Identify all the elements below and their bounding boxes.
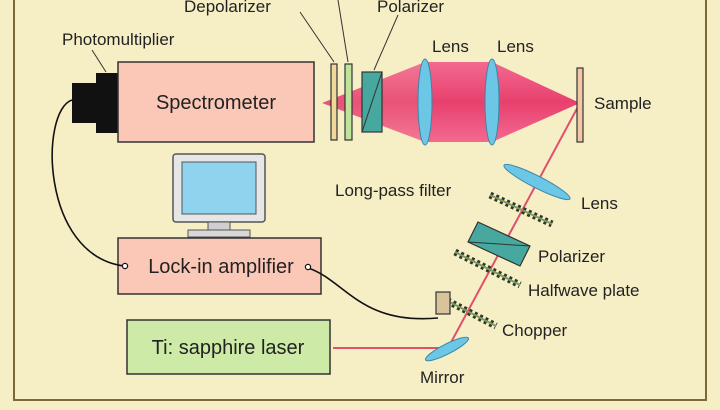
polarizer-bottom-label: Polarizer (538, 247, 605, 266)
spectrometer-label: Spectrometer (156, 92, 276, 114)
lens-1-label: Lens (432, 37, 469, 56)
mirror (424, 336, 470, 362)
computer-icon (172, 153, 266, 238)
chopper-cable (307, 267, 439, 320)
polarizer-bottom (467, 221, 531, 267)
polarizer-top (361, 71, 383, 133)
photomultiplier-head (96, 73, 118, 133)
lens-3 (503, 163, 571, 201)
depolarizer-plate (344, 63, 353, 141)
chopper (435, 291, 498, 330)
lens-3-label: Lens (581, 194, 618, 213)
lockin-input-jack (121, 262, 129, 270)
photomultiplier-leader (91, 49, 107, 73)
halfwave-plate-edge (454, 251, 521, 286)
photomultiplier-label: Photomultiplier (62, 30, 175, 49)
spectrometer-box (117, 61, 315, 143)
lens-2 (484, 58, 500, 146)
diagram-frame (13, 0, 707, 401)
chopper-label: Chopper (502, 321, 568, 340)
slit-leader (337, 0, 349, 63)
photomultiplier-cable (51, 99, 125, 267)
lens-2-label: Lens (497, 37, 534, 56)
entrance-slit-plate (330, 63, 338, 141)
laser-box (126, 319, 331, 375)
halfwave-plate-label: Halfwave plate (528, 281, 640, 300)
polarizer-top-label: Polarizer (377, 0, 444, 16)
laser-label: Ti: sapphire laser (152, 337, 305, 359)
depolarizer-leader (299, 11, 335, 63)
long-pass-filter-edge (489, 194, 553, 225)
focusing-light-beam (492, 62, 580, 142)
long-pass-filter-label: Long-pass filter (335, 181, 452, 200)
lens-1 (417, 58, 433, 146)
lockin-amplifier-box (117, 237, 322, 295)
lockin-ref-jack (304, 263, 312, 271)
sample-label: Sample (594, 94, 652, 113)
polarizer-top-leader (373, 14, 399, 71)
mirror-label: Mirror (420, 368, 465, 387)
lockin-amplifier-label: Lock-in amplifier (148, 256, 294, 278)
photomultiplier-body (72, 83, 100, 123)
sample-plate (576, 67, 584, 143)
collimated-light-beam (425, 62, 492, 142)
depolarizer-label: Depolarizer (184, 0, 271, 16)
